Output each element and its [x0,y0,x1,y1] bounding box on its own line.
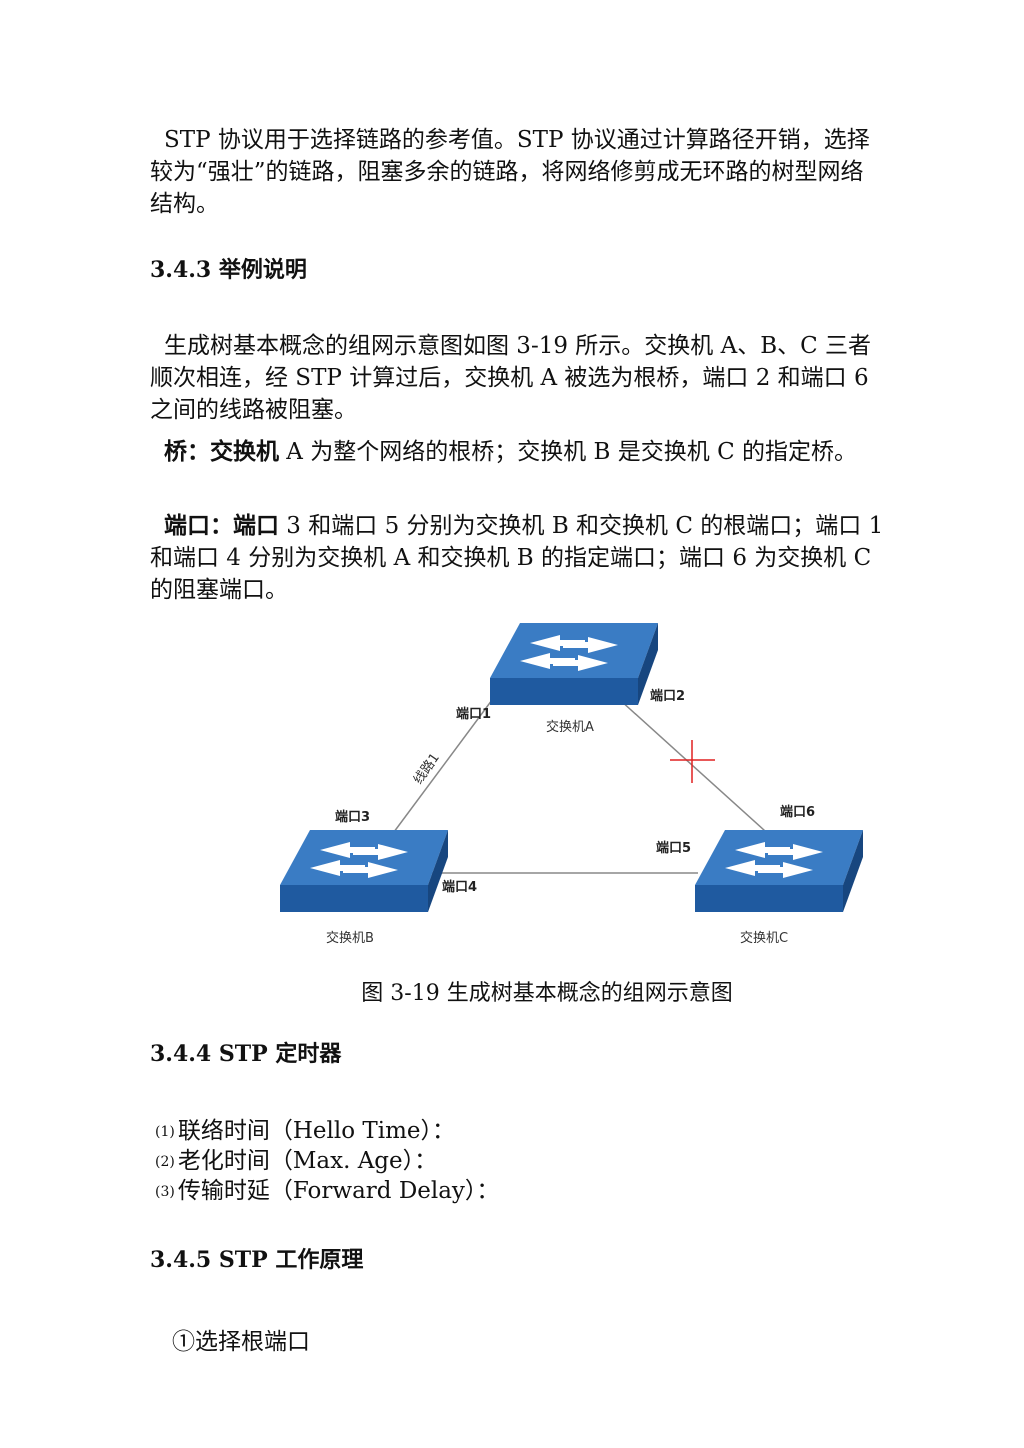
stp-network-figure: 端口1 端口2 端口3 端口4 端口5 端口6 交换机A 交换机B 交换机C 线… [280,623,863,946]
figure-caption: 图 3-19 生成树基本概念的组网示意图 [361,981,733,1006]
port5-label: 端口5 [656,840,691,856]
switch-b [280,830,448,912]
timer-item-forward-delay: (3)传输时延（Forward Delay）： [155,1178,500,1204]
bridge-label: 桥：交换机 [164,438,279,465]
port3-label: 端口3 [335,809,370,825]
section-344-heading: 3.4.4 STP 定时器 [150,1041,342,1067]
port-text: 3 和端口 5 分别为交换机 B 和交换机 C 的根端口；端口 1 和端口 4 … [150,513,884,603]
intro-paragraph: STP 协议用于选择链路的参考值。STP 协议通过计算路径开销，选择较为“强壮”… [150,127,870,217]
port6-label: 端口6 [780,804,815,820]
link-a-c [619,699,776,841]
port1-label: 端口1 [456,706,491,722]
link-a-b [387,699,493,841]
blocked-link-mark [670,740,715,783]
port-paragraph: 端口：端口 3 和端口 5 分别为交换机 B 和交换机 C 的根端口；端口 1 … [150,510,885,606]
port4-label: 端口4 [442,879,477,895]
bridge-text: A 为整个网络的根桥；交换机 B 是交换机 C 的指定桥。 [279,439,857,465]
section-345-heading: 3.4.5 STP 工作原理 [150,1247,364,1273]
section-343-heading: 3.4.3 举例说明 [150,257,307,283]
link1-label: 线路1 [410,750,443,787]
bridge-paragraph: 桥：交换机 A 为整个网络的根桥；交换机 B 是交换机 C 的指定桥。 [150,436,885,468]
port-label: 端口：端口 [164,512,279,539]
switch-c [695,830,863,912]
timer-item-max-age: (2)老化时间（Max. Age）： [155,1148,438,1174]
port2-label: 端口2 [650,688,685,704]
timer-item-hello: (1)联络时间（Hello Time）： [155,1118,456,1144]
switch-c-label: 交换机C [740,930,788,946]
step-root-port: ①选择根端口 [172,1329,310,1355]
switch-a [490,623,658,705]
switch-b-label: 交换机B [326,930,374,946]
section-343-paragraph: 生成树基本概念的组网示意图如图 3-19 所示。交换机 A、B、C 三者顺次相连… [150,333,872,423]
switch-a-label: 交换机A [546,719,594,735]
